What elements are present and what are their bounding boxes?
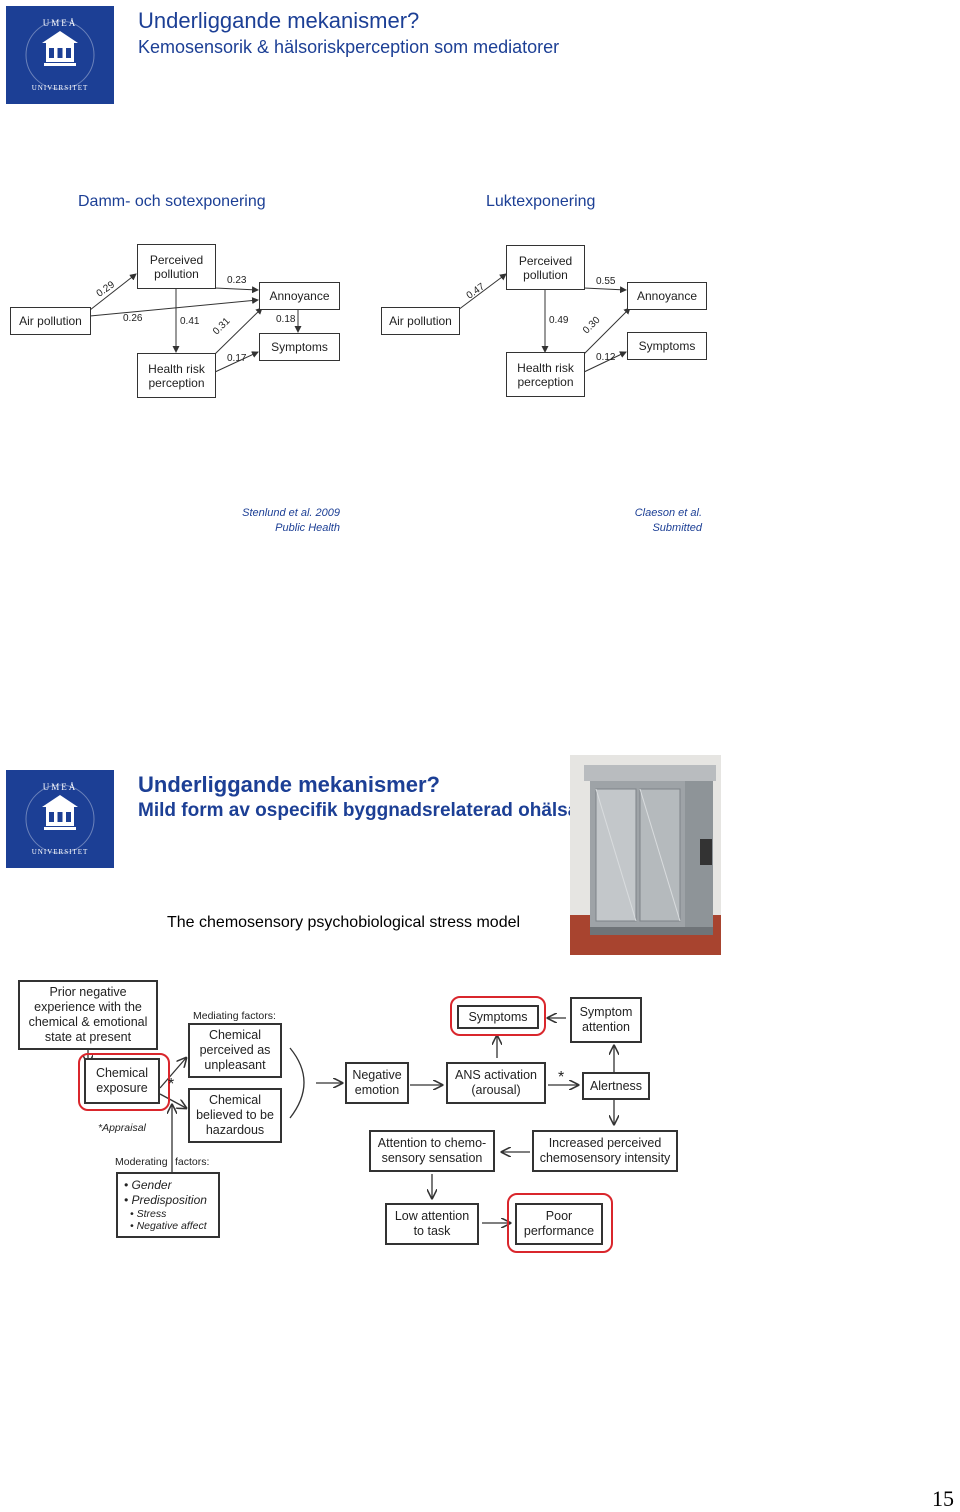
low-attention-box: Low attention to task xyxy=(385,1203,479,1245)
mod-gender: • Gender xyxy=(124,1178,172,1192)
right-reference-line2: Submitted xyxy=(652,522,702,534)
left-health-risk-box: Health risk perception xyxy=(137,353,216,398)
left-reference: Stenlund et al. 2009 Public Health xyxy=(200,506,340,536)
chemical-exposure-box: Chemical exposure xyxy=(84,1058,160,1104)
right-reference: Claeson et al. Submitted xyxy=(562,506,702,536)
svg-text:UMEÅ: UMEÅ xyxy=(43,18,78,28)
poor-performance-box: Poor performance xyxy=(515,1203,603,1245)
moderating-factors-box: • Gender • Predisposition • Stress • Neg… xyxy=(116,1172,220,1238)
unpleasant-box: Chemical perceived as unpleasant xyxy=(188,1023,282,1078)
path-diagrams-arrows xyxy=(89,273,631,373)
right-symptoms-box: Symptoms xyxy=(627,332,707,360)
svg-text:UNIVERSITET: UNIVERSITET xyxy=(32,848,89,856)
mediating-factors-label: Mediating factors: xyxy=(193,1010,276,1022)
star-left: * xyxy=(168,1076,175,1093)
left-reference-line2: Public Health xyxy=(275,522,340,534)
right-coef-risk-symptoms: 0.12 xyxy=(596,352,616,363)
increased-intensity-box: Increased perceived chemosensory intensi… xyxy=(532,1130,678,1172)
hazardous-box: Chemical believed to be hazardous xyxy=(188,1088,282,1143)
left-perceived-pollution-box: Perceived pollution xyxy=(137,244,216,289)
moderating-label: Moderating xyxy=(115,1156,168,1168)
symptoms-highlight xyxy=(450,996,546,1036)
symptom-attention-box: Symptom attention xyxy=(570,997,642,1043)
university-logo: UMEÅ UNIVERSITET xyxy=(6,6,114,104)
left-annoyance-box: Annoyance xyxy=(259,282,340,310)
right-coef-perceived-annoyance: 0.55 xyxy=(596,276,616,287)
university-logo-2: UMEÅ UNIVERSITET xyxy=(6,770,114,868)
right-annoyance-box: Annoyance xyxy=(627,282,707,310)
svg-text:UMEÅ: UMEÅ xyxy=(43,782,78,792)
left-coef-perceived-annoyance: 0.23 xyxy=(227,275,247,286)
right-health-risk-box: Health risk perception xyxy=(506,352,585,397)
svg-text:UNIVERSITET: UNIVERSITET xyxy=(32,84,89,92)
mod-negative-affect: • Negative affect xyxy=(130,1220,207,1232)
symptoms-box: Symptoms xyxy=(457,1005,539,1029)
left-symptoms-box: Symptoms xyxy=(259,333,340,361)
slide2-title: Underliggande mekanismer? xyxy=(138,772,440,797)
right-coef-perceived-risk: 0.49 xyxy=(549,315,569,326)
mod-stress: • Stress xyxy=(130,1208,167,1220)
right-heading: Luktexponering xyxy=(486,193,596,210)
page-number: 15 xyxy=(932,1486,954,1511)
factors-label: factors: xyxy=(175,1156,210,1168)
right-air-pollution-box: Air pollution xyxy=(381,307,460,335)
left-air-pollution-box: Air pollution xyxy=(10,307,91,335)
left-coef-risk-symptoms: 0.17 xyxy=(227,353,247,364)
exposure-chamber-photo xyxy=(570,755,721,955)
left-coef-annoyance-symptoms: 0.18 xyxy=(276,314,296,325)
ans-activation-box: ANS activation (arousal) xyxy=(446,1062,546,1104)
stress-model-arrows xyxy=(0,970,960,1260)
star-right: * xyxy=(558,1069,565,1086)
mod-predisposition: • Predisposition xyxy=(124,1193,207,1207)
university-seal-icon: UMEÅ UNIVERSITET xyxy=(25,782,95,856)
slide1-subtitle: Kemosensorik & hälsoriskperception som m… xyxy=(138,37,560,57)
slide2-subtitle: Mild form av ospecifik byggnadsrelaterad… xyxy=(138,800,579,821)
slide1-title: Underliggande mekanismer? xyxy=(138,8,420,33)
chemical-exposure-highlight xyxy=(78,1053,170,1111)
right-reference-line1: Claeson et al. xyxy=(634,507,702,519)
prior-experience-box: Prior negative experience with the chemi… xyxy=(18,980,158,1050)
alertness-box: Alertness xyxy=(582,1072,650,1100)
attention-chemo-box: Attention to chemo-sensory sensation xyxy=(369,1130,495,1172)
appraisal-label: *Appraisal xyxy=(98,1122,146,1134)
left-heading: Damm- och sotexponering xyxy=(78,193,266,210)
left-reference-line1: Stenlund et al. 2009 xyxy=(242,507,340,519)
right-perceived-pollution-box: Perceived pollution xyxy=(506,245,585,290)
university-seal-icon: UMEÅ UNIVERSITET xyxy=(25,18,95,92)
left-coef-air-annoyance: 0.26 xyxy=(123,313,143,324)
left-coef-perceived-risk: 0.41 xyxy=(180,316,200,327)
model-title: The chemosensory psychobiological stress… xyxy=(167,914,521,931)
negative-emotion-box: Negative emotion xyxy=(345,1062,409,1104)
poor-performance-highlight xyxy=(507,1193,613,1253)
